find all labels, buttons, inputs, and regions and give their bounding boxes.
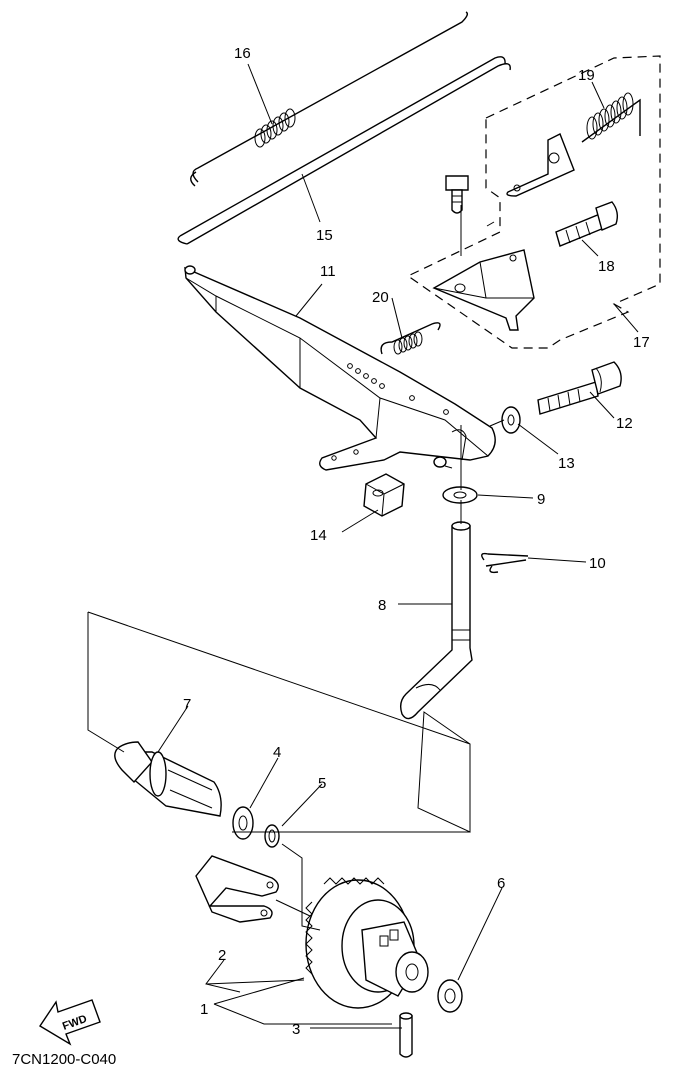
callout-5: 5 bbox=[318, 775, 326, 792]
part-13-washer bbox=[501, 406, 521, 434]
part-9-washer bbox=[442, 486, 478, 504]
callout-7: 7 bbox=[183, 696, 191, 713]
part-11-throttle-arm bbox=[184, 265, 496, 471]
callout-15: 15 bbox=[316, 227, 333, 244]
part-17-bracket-assembly bbox=[406, 55, 661, 349]
callout-19: 19 bbox=[578, 67, 595, 84]
part-1-gear bbox=[305, 877, 429, 1009]
callout-12: 12 bbox=[616, 415, 633, 432]
part-16-spring bbox=[190, 11, 469, 187]
part-2-plate bbox=[195, 855, 279, 923]
callout-14: 14 bbox=[310, 527, 327, 544]
callout-labels: 1 2 3 4 5 6 7 8 9 10 11 12 13 14 15 16 1… bbox=[183, 45, 650, 1038]
part-8-lever-shaft bbox=[399, 521, 473, 720]
part-4-washer bbox=[232, 806, 254, 840]
bracket-bolt bbox=[445, 175, 469, 214]
part-15-linkage-rod bbox=[177, 56, 511, 245]
fwd-arrow-icon: FWD bbox=[39, 999, 101, 1046]
part-7-shaft bbox=[114, 741, 222, 817]
callout-10: 10 bbox=[589, 555, 606, 572]
callout-17: 17 bbox=[633, 334, 650, 351]
part-14-square-nut bbox=[363, 473, 405, 517]
part-18-bolt bbox=[555, 201, 619, 247]
diagram-code: 7CN1200-C040 bbox=[12, 1051, 116, 1068]
callout-2: 2 bbox=[218, 947, 226, 964]
callout-8: 8 bbox=[378, 597, 386, 614]
callout-1: 1 bbox=[200, 1001, 208, 1018]
leader-lines bbox=[157, 63, 639, 1029]
part-12-bolt bbox=[537, 361, 622, 415]
callout-11: 11 bbox=[320, 263, 336, 280]
callout-16: 16 bbox=[234, 45, 251, 62]
part-10-cotter-pin bbox=[481, 552, 529, 574]
callout-13: 13 bbox=[558, 455, 575, 472]
part-19-spring bbox=[581, 92, 641, 143]
part-3-pin bbox=[399, 1012, 413, 1058]
callout-4: 4 bbox=[273, 744, 281, 761]
callout-18: 18 bbox=[598, 258, 615, 275]
reference-lines bbox=[87, 205, 505, 931]
arm-holes bbox=[331, 363, 449, 461]
part-6-washer bbox=[437, 979, 463, 1013]
part-5-snap-ring bbox=[264, 824, 280, 848]
callout-9: 9 bbox=[537, 491, 545, 508]
part-20-spring bbox=[380, 322, 441, 355]
callout-20: 20 bbox=[372, 289, 389, 306]
callout-6: 6 bbox=[497, 875, 505, 892]
callout-3: 3 bbox=[292, 1021, 300, 1038]
